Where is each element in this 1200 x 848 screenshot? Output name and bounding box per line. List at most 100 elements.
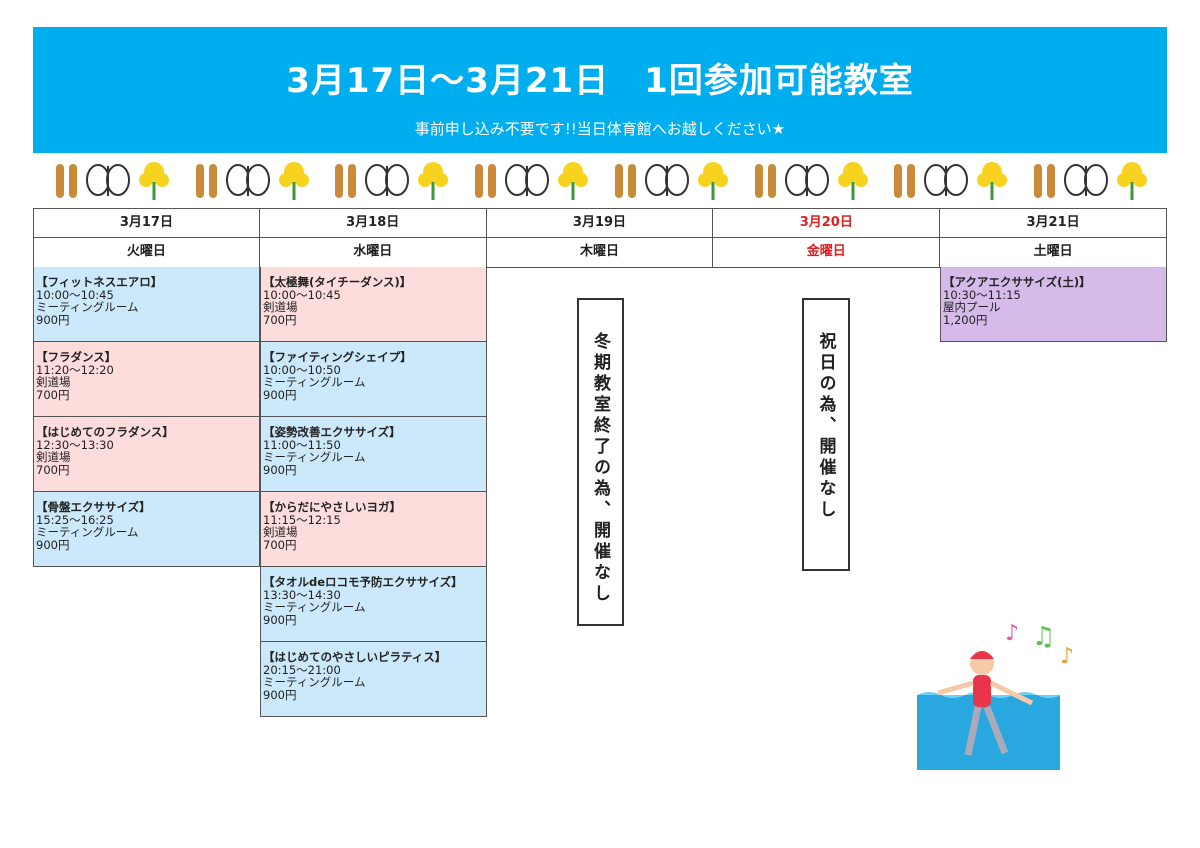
weekday-header: 水曜日: [259, 238, 487, 268]
date-header: 3月20日: [713, 208, 941, 238]
class-time: 10:30〜11:15: [943, 287, 1021, 302]
class-place: ミーティングルーム: [263, 375, 366, 389]
date-header: 3月17日: [33, 208, 260, 238]
butterfly-icon: [1063, 164, 1108, 196]
butterfly-icon: [225, 164, 270, 196]
notice-fri: 祝日の為、開催なし: [802, 298, 850, 571]
class-time: 10:00〜10:50: [263, 362, 341, 377]
weekday-header: 土曜日: [940, 238, 1167, 268]
flower-icon: [139, 162, 169, 200]
decorative-border: [52, 157, 1152, 203]
class-price: 700円: [263, 312, 297, 327]
date-header: 3月21日: [940, 208, 1167, 238]
tsukushi-icon: [1033, 164, 1055, 198]
weekday-header: 火曜日: [33, 238, 260, 268]
music-note-icon: ♫: [1032, 622, 1055, 652]
tsukushi-icon: [475, 164, 497, 198]
decorative-motif: [471, 158, 593, 202]
class-time: 11:00〜11:50: [263, 437, 341, 452]
class-time: 20:15〜21:00: [263, 662, 341, 677]
class-time: 15:25〜16:25: [36, 512, 114, 527]
class-name: 【からだにやさしいヨガ】: [263, 500, 401, 514]
class-price: 900円: [263, 387, 297, 402]
flower-icon: [837, 162, 868, 200]
class-name: 【太極舞(タイチーダンス)】: [263, 275, 412, 289]
class-price: 900円: [36, 312, 70, 327]
butterfly-icon: [505, 164, 550, 196]
class-place: 剣道場: [263, 525, 298, 539]
class-time: 10:00〜10:45: [263, 287, 341, 302]
class-place: 剣道場: [36, 450, 71, 464]
class-place: ミーティングルーム: [263, 450, 366, 464]
class-name: 【骨盤エクササイズ】: [36, 500, 151, 514]
decorative-motif: [611, 158, 733, 202]
class-price: 700円: [36, 462, 70, 477]
music-note-icon: ♪: [1060, 644, 1074, 669]
date-header: 3月18日: [259, 208, 487, 238]
class-name: 【はじめてのフラダンス】: [36, 425, 174, 439]
class-place: 屋内プール: [943, 300, 1001, 314]
page-subtitle: 事前申し込み不要です!!当日体育館へお越しください★: [414, 120, 786, 138]
weekday-header: 金曜日: [713, 238, 941, 268]
class-name: 【タオルdeロコモ予防エクササイズ】: [263, 575, 463, 589]
class-time: 12:30〜13:30: [36, 437, 114, 452]
class-time: 13:30〜14:30: [263, 587, 341, 602]
tsukushi-icon: [894, 164, 916, 198]
class-place: ミーティングルーム: [263, 600, 366, 614]
decorative-motif: [890, 158, 1012, 202]
class-time: 11:15〜12:15: [263, 512, 341, 527]
class-name: 【はじめてのやさしいピラティス】: [263, 650, 447, 664]
butterfly-icon: [86, 164, 130, 196]
class-price: 900円: [263, 462, 297, 477]
decorative-motif: [331, 158, 453, 202]
flower-icon: [418, 162, 449, 200]
butterfly-icon: [365, 164, 410, 196]
swimmer-illustration: ♪ ♫ ♪: [917, 621, 1074, 770]
class-name: 【ファイティングシェイプ】: [263, 350, 412, 364]
decorative-motif: [192, 158, 314, 202]
tsukushi-icon: [195, 164, 217, 198]
weekday-header: 木曜日: [486, 238, 714, 268]
page-title: 3月17日〜3月21日 1回参加可能教室: [286, 61, 914, 101]
class-time: 11:20〜12:20: [36, 362, 114, 377]
tsukushi-icon: [754, 164, 776, 198]
class-price: 700円: [263, 537, 297, 552]
date-header: 3月19日: [486, 208, 714, 238]
class-name: 【アクアエクササイズ(土)】: [943, 275, 1091, 289]
class-price: 700円: [36, 387, 70, 402]
tsukushi-icon: [335, 164, 357, 198]
butterfly-icon: [644, 164, 689, 196]
flower-icon: [697, 162, 728, 200]
class-place: ミーティングルーム: [36, 525, 139, 539]
decorative-motif: [52, 158, 174, 202]
class-place: 剣道場: [36, 375, 71, 389]
flower-icon: [558, 162, 589, 200]
header-banner: 3月17日〜3月21日 1回参加可能教室 事前申し込み不要です!!当日体育館へお…: [33, 27, 1167, 153]
tsukushi-icon: [56, 164, 77, 198]
class-time: 10:00〜10:45: [36, 287, 114, 302]
date-row: 3月17日 3月18日 3月19日 3月20日 3月21日: [33, 208, 1167, 238]
notice-thu: 冬期教室終了の為、開催なし: [577, 298, 624, 626]
weekday-row: 火曜日 水曜日 木曜日 金曜日 土曜日: [33, 238, 1167, 268]
class-price: 1,200円: [943, 312, 988, 327]
class-place: ミーティングルーム: [36, 300, 139, 314]
decorative-motif: [1030, 158, 1152, 202]
class-name: 【姿勢改善エクササイズ】: [263, 425, 401, 439]
class-place: ミーティングルーム: [263, 675, 366, 689]
flower-icon: [977, 162, 1008, 200]
butterfly-icon: [784, 164, 829, 196]
music-note-icon: ♪: [1005, 621, 1019, 646]
butterfly-icon: [924, 164, 969, 196]
